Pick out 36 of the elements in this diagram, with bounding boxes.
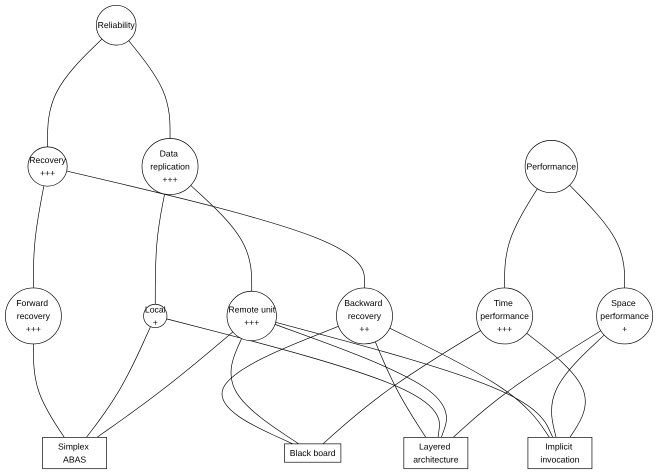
node-circle: Forward recovery +++ (5, 288, 62, 345)
connector (128, 40, 170, 140)
connector (526, 333, 586, 438)
node-box: Implicit invocation (528, 438, 592, 470)
connector (452, 330, 602, 438)
connector (389, 328, 550, 438)
connector (96, 332, 234, 438)
connector (569, 185, 625, 289)
node-circle: Local + (143, 304, 168, 328)
connector (222, 326, 339, 445)
connector (86, 326, 151, 438)
node-box: Black board (284, 444, 342, 463)
node-circle: Reliability (96, 5, 136, 46)
connector (154, 194, 165, 306)
node-circle: Recovery +++ (28, 147, 68, 187)
node-box: Layered architecture (404, 438, 468, 470)
node-circle: Data replication +++ (142, 138, 198, 196)
node-circle: Backward recovery ++ (336, 288, 393, 345)
connector (274, 324, 447, 438)
connector (33, 186, 44, 289)
connector (504, 188, 538, 289)
connector (374, 342, 426, 438)
node-box: Simplex ABAS (42, 438, 107, 470)
connector (275, 322, 554, 438)
connector (322, 330, 481, 445)
node-circle: Performance (524, 140, 578, 194)
node-circle: Time performance +++ (476, 288, 533, 345)
node-circle: Remote unit +++ (226, 291, 277, 342)
connector (47, 39, 102, 148)
connector (190, 186, 252, 292)
connector (551, 335, 604, 438)
connector (230, 338, 300, 445)
connector (33, 344, 65, 438)
connector (66, 171, 365, 289)
connector (166, 319, 440, 438)
node-circle: Space performance + (596, 288, 653, 345)
